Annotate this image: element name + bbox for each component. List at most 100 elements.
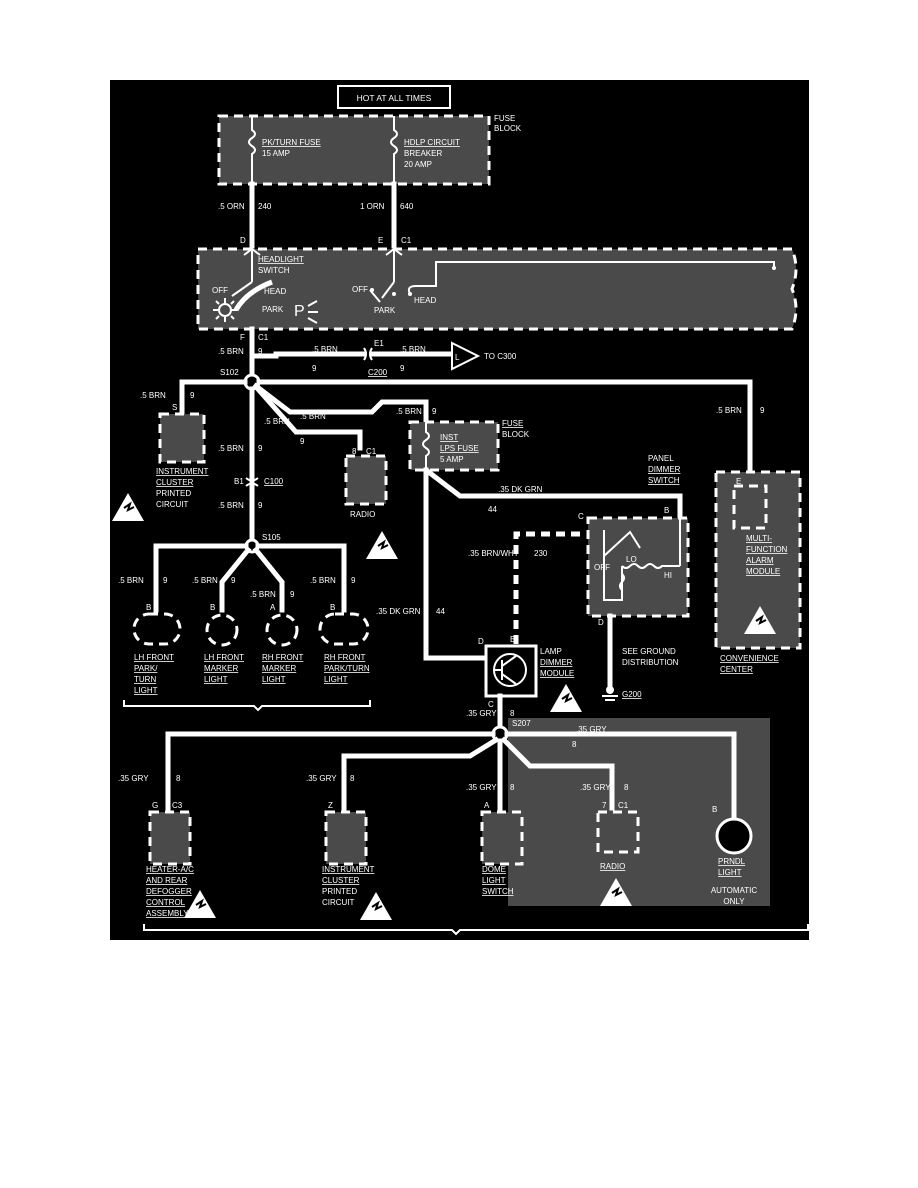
bottom-loads-bracket bbox=[143, 924, 809, 936]
pin-d: D bbox=[240, 236, 246, 245]
load-pin: Z bbox=[328, 801, 333, 810]
esd-warning-icon bbox=[366, 531, 398, 559]
connector-c1-f: C1 bbox=[258, 333, 269, 342]
front-light-pin: B bbox=[146, 603, 151, 612]
lh-front-marker-lamp bbox=[205, 613, 239, 647]
headlight-internal-link bbox=[407, 261, 775, 295]
gray-down-circuit: 8 bbox=[510, 709, 515, 718]
load-label-3: DEFOGGER bbox=[146, 887, 192, 896]
load-label-1: RADIO bbox=[600, 862, 625, 871]
cluster-top-label-2: CLUSTER bbox=[156, 478, 194, 487]
down-wire-circuit: 9 bbox=[258, 444, 263, 453]
panel-dimmer-hi: HI bbox=[664, 571, 672, 580]
headlight-off-label: OFF bbox=[212, 286, 228, 295]
down2-wire-circuit: 9 bbox=[258, 501, 263, 510]
multi-function-alarm-module bbox=[732, 484, 768, 530]
load-conn: C3 bbox=[172, 801, 183, 810]
splice-s207-label: S207 bbox=[512, 719, 531, 728]
conv-center-pin-e: E bbox=[736, 477, 741, 486]
panel-dimmer-lo: LO bbox=[626, 555, 637, 564]
radio-bottom bbox=[596, 810, 640, 854]
front-light-3: .5 BRN 9 A RH FRONT MARKER LIGHT bbox=[250, 590, 303, 684]
ground-label-1: SEE GROUND bbox=[622, 647, 676, 656]
panel-dimmer-label-3: SWITCH bbox=[648, 476, 680, 485]
automatic-only-label-2: ONLY bbox=[723, 897, 745, 906]
front-light-gauge: .5 BRN bbox=[192, 576, 218, 585]
radio-top-conn: C1 bbox=[366, 447, 377, 456]
prndl-light bbox=[715, 817, 753, 855]
esd-warning-icon bbox=[360, 892, 392, 920]
rh-front-marker-lamp bbox=[265, 613, 299, 647]
gray-down-gauge: .35 GRY bbox=[466, 709, 497, 718]
front-light-label-3: TURN bbox=[134, 675, 156, 684]
load-pin: 7 bbox=[602, 801, 607, 810]
wire-to-prndl bbox=[504, 731, 737, 821]
front-light-label-1: LH FRONT bbox=[134, 653, 174, 662]
wire-640-gauge: 1 ORN bbox=[360, 202, 385, 211]
l-label: L bbox=[455, 353, 460, 362]
cluster-wire-gauge: .5 BRN bbox=[140, 391, 166, 400]
load-label-5: ASSEMBLY bbox=[146, 909, 189, 918]
connector-c1: C1 bbox=[401, 236, 412, 245]
conv-wire-gauge: .5 BRN bbox=[716, 406, 742, 415]
front-light-gauge: .5 BRN bbox=[250, 590, 276, 599]
panel-dimmer-rheostat bbox=[621, 563, 680, 569]
main-wire-gauge: .5 BRN bbox=[218, 347, 244, 356]
headlight-switch-title: HEADLIGHT bbox=[258, 255, 304, 264]
c300-circuit-1: 9 bbox=[312, 364, 317, 373]
front-light-pin: A bbox=[270, 603, 276, 612]
conv-wire-circuit: 9 bbox=[760, 406, 765, 415]
wire-to-rh-park-turn bbox=[255, 543, 347, 613]
conv-center-label-2: CENTER bbox=[720, 665, 753, 674]
ground-g200-icon bbox=[602, 686, 618, 701]
load-pin: G bbox=[152, 801, 158, 810]
dome-light-switch bbox=[480, 810, 524, 866]
panel-dimmer-wire-gauge: .35 DK GRN bbox=[498, 485, 543, 494]
panel-dimmer-wire-circuit: 44 bbox=[488, 505, 497, 514]
prndl-label-1: PRNDL bbox=[718, 857, 746, 866]
dimmer-switch-blade bbox=[369, 281, 395, 303]
front-light-label-3: LIGHT bbox=[324, 675, 348, 684]
wire-to-lh-park-turn bbox=[153, 543, 249, 613]
wire-to-lh-marker bbox=[219, 546, 252, 613]
park-lamp-symbol: P bbox=[294, 303, 305, 320]
front-light-gauge: .5 BRN bbox=[310, 576, 336, 585]
front-light-circuit: 9 bbox=[290, 590, 295, 599]
switch-park-label: PARK bbox=[374, 306, 396, 315]
load-label-1: DOME bbox=[482, 865, 506, 874]
lamp-dimmer-dkgrn-gauge: .35 DK GRN bbox=[376, 607, 421, 616]
load-gauge: .35 GRY bbox=[306, 774, 337, 783]
radio-top-pin: 8 bbox=[352, 447, 357, 456]
c300-gauge-1: .5 BRN bbox=[312, 345, 338, 354]
headlight-switch-area bbox=[198, 249, 796, 329]
head-switch-arc bbox=[233, 279, 273, 312]
hdlp-breaker-rating: 20 AMP bbox=[404, 160, 432, 169]
connector-c100: C100 bbox=[264, 477, 284, 486]
esd-warning-icon bbox=[600, 878, 632, 906]
splice-s102-label: S102 bbox=[220, 368, 239, 377]
pin-e: E bbox=[378, 236, 383, 245]
front-light-label-2: PARK/ bbox=[134, 664, 158, 673]
cluster-top-label-1: INSTRUMENT bbox=[156, 467, 209, 476]
wire-to-c300 bbox=[249, 351, 367, 359]
front-light-circuit: 9 bbox=[163, 576, 168, 585]
hdlp-breaker-label-2: BREAKER bbox=[404, 149, 442, 158]
contact-off bbox=[370, 288, 374, 292]
front-light-pin: B bbox=[210, 603, 215, 612]
heater-ac-control-assembly bbox=[148, 810, 192, 866]
down-wire-gauge: .5 BRN bbox=[218, 444, 244, 453]
fuse-block-label-2: BLOCK bbox=[494, 124, 522, 133]
conv-center-label-1: CONVENIENCE bbox=[720, 654, 779, 663]
front-light-gauge: .5 BRN bbox=[118, 576, 144, 585]
esd-warning-icon bbox=[744, 606, 776, 634]
wire-640-circuit: 640 bbox=[400, 202, 414, 211]
front-light-label-4: LIGHT bbox=[134, 686, 158, 695]
fuse-wire-gauge-2: .5 BRN bbox=[396, 407, 422, 416]
to-c300-label: TO C300 bbox=[484, 352, 517, 361]
c300-circuit-2: 9 bbox=[400, 364, 405, 373]
front-light-label-3: LIGHT bbox=[262, 675, 286, 684]
load-pin: A bbox=[484, 801, 490, 810]
fuse-block-area bbox=[219, 116, 489, 184]
wire-240-circuit: 240 bbox=[258, 202, 272, 211]
